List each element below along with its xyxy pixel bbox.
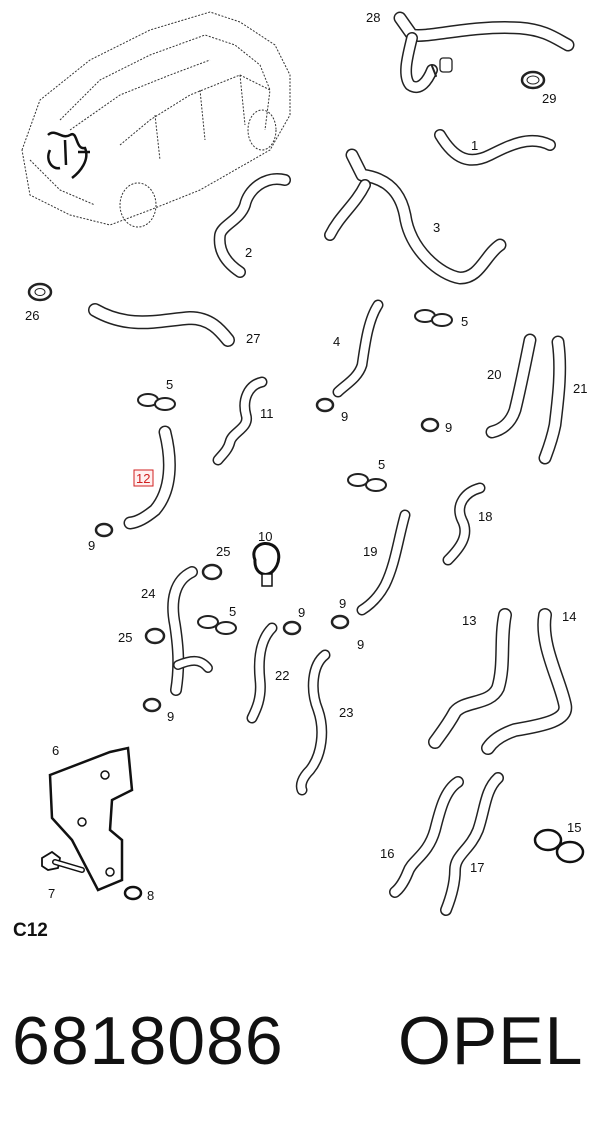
brand-name: OPEL [398,1003,584,1079]
callout-5c[interactable]: 5 [378,457,385,472]
callout-1[interactable]: 1 [471,138,478,153]
hose-clamp-icon-29[interactable] [520,70,546,90]
callout-18[interactable]: 18 [478,509,492,524]
part-number: 6818086 [12,1003,284,1079]
hose-1[interactable] [434,129,556,166]
callout-5b[interactable]: 5 [166,377,173,392]
callout-6[interactable]: 6 [52,743,59,758]
callout-23[interactable]: 23 [339,705,353,720]
hose-14[interactable] [481,608,573,755]
callout-12-highlight-box [133,469,154,487]
hose-2[interactable] [213,173,291,278]
callout-9b[interactable]: 9 [445,420,452,435]
double-clamp-icon-5d[interactable] [197,615,237,635]
hose-3[interactable] [324,148,507,285]
double-clamp-icon-5c[interactable] [347,473,387,492]
callout-24[interactable]: 24 [141,586,155,601]
callout-28[interactable]: 28 [366,10,380,25]
hose-23[interactable] [295,649,331,796]
callout-9g[interactable]: 9 [339,596,346,611]
hose-22[interactable] [246,622,278,724]
callout-3[interactable]: 3 [433,220,440,235]
hose-clamp-icon-9[interactable] [94,397,440,713]
callout-labels: 1 2 3 4 5 5 5 5 6 7 8 9 9 9 9 9 9 9 10 1… [25,10,587,903]
callout-9f[interactable]: 9 [167,709,174,724]
callout-7[interactable]: 7 [48,886,55,901]
callout-4[interactable]: 4 [333,334,340,349]
engine-harness-icon [47,131,90,179]
hose-20[interactable] [485,333,537,439]
double-clamp-icon-15[interactable] [533,828,585,864]
callout-11[interactable]: 11 [260,406,274,421]
hose-17[interactable] [440,772,504,916]
grommet-icon-8[interactable] [123,885,143,901]
hose-clamp-icon-26[interactable] [27,282,53,302]
callout-29[interactable]: 29 [542,91,556,106]
page-code: C12 [13,920,48,941]
clamp-icon-28 [439,57,453,73]
callout-12[interactable]: 12 [136,471,150,486]
hose-12[interactable] [123,425,176,530]
callout-9a[interactable]: 9 [341,409,348,424]
double-clamp-icon-5a[interactable] [414,309,453,327]
callout-16[interactable]: 16 [380,846,394,861]
callout-10[interactable]: 10 [258,529,272,544]
double-clamp-icon-5b[interactable] [137,393,176,411]
callout-21[interactable]: 21 [573,381,587,396]
callout-20[interactable]: 20 [487,367,501,382]
callout-22[interactable]: 22 [275,668,289,683]
callout-14[interactable]: 14 [562,609,576,624]
callout-27[interactable]: 27 [246,331,260,346]
hose-28[interactable] [393,11,575,94]
callout-25a[interactable]: 25 [216,544,230,559]
bracket-icon-6[interactable] [48,746,134,892]
hose-11[interactable] [212,376,268,466]
callout-26[interactable]: 26 [25,308,39,323]
callout-5d[interactable]: 5 [229,604,236,619]
hose-4[interactable] [332,299,384,398]
callout-15[interactable]: 15 [567,820,581,835]
hose-27[interactable] [88,303,235,347]
hose-13[interactable] [428,608,512,749]
callout-9d[interactable]: 9 [298,605,305,620]
hose-clamp-icon-25[interactable] [144,563,223,645]
callout-19[interactable]: 19 [363,544,377,559]
callout-8[interactable]: 8 [147,888,154,903]
hose-21[interactable] [538,335,567,465]
callout-17[interactable]: 17 [470,860,484,875]
clip-icon-10[interactable] [252,542,281,587]
hose-24[interactable] [167,566,213,696]
hose-19[interactable] [356,509,411,616]
callout-5a[interactable]: 5 [461,314,468,329]
callout-9e[interactable]: 9 [357,637,364,652]
hose-16[interactable] [389,776,464,898]
bolt-icon-7[interactable] [41,850,85,873]
hose-18[interactable] [442,482,486,566]
callout-2[interactable]: 2 [245,245,252,260]
callout-25b[interactable]: 25 [118,630,132,645]
car-outline-icon [21,11,291,228]
callout-9c[interactable]: 9 [88,538,95,553]
callout-13[interactable]: 13 [462,613,476,628]
